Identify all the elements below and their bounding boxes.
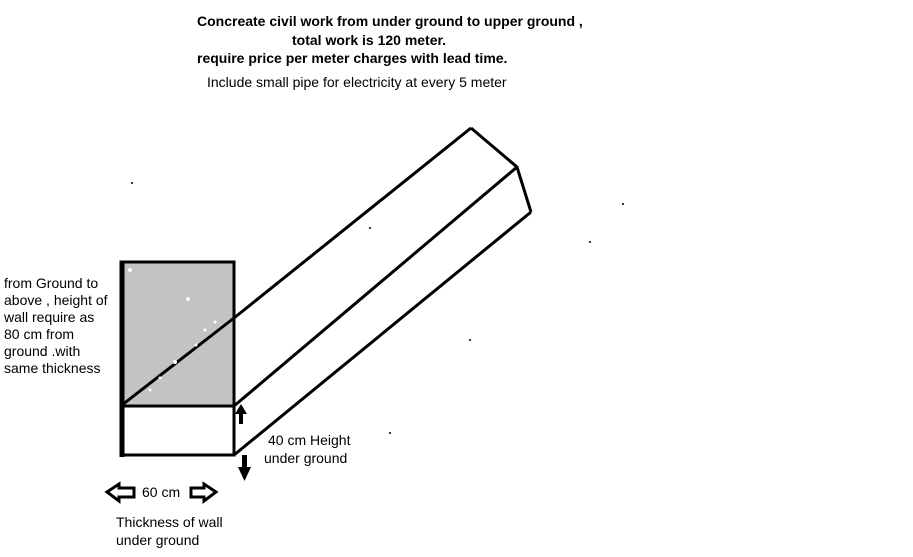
left-note-line: ground .with xyxy=(4,343,81,359)
perspective-bottom-line xyxy=(233,210,532,457)
wall-diagonal-inner xyxy=(121,316,235,407)
heading-line-4: Include small pipe for electricity at ev… xyxy=(207,74,507,90)
underground-wall-section xyxy=(119,404,236,457)
upper-wall-section xyxy=(119,260,236,408)
perspective-top-line xyxy=(233,126,472,320)
up-arrow-icon xyxy=(235,404,247,424)
left-note-line: 80 cm from xyxy=(4,326,75,342)
left-arrow-icon xyxy=(104,481,136,504)
thickness-label-line-2: under ground xyxy=(116,532,200,548)
wall-end-cap xyxy=(470,126,533,213)
down-arrow-icon xyxy=(238,455,251,481)
stray-dots xyxy=(131,182,624,434)
width-label: 60 cm xyxy=(142,484,181,500)
right-arrow-icon xyxy=(189,481,219,504)
heading-line-3: require price per meter charges with lea… xyxy=(197,50,508,66)
left-note-line: same thickness xyxy=(4,360,101,376)
height-label-line-2: under ground xyxy=(264,450,348,466)
heading-line-1: Concreate civil work from under ground t… xyxy=(197,13,583,29)
left-note-line: above , height of xyxy=(4,292,108,308)
heading-line-2: total work is 120 meter. xyxy=(292,32,447,48)
thickness-label-line-1: Thickness of wall xyxy=(116,514,223,530)
height-label-line-1: 40 cm Height xyxy=(268,432,351,448)
perspective-middle-line xyxy=(233,165,518,408)
left-note-line: wall require as xyxy=(4,309,95,325)
surface-speckles xyxy=(128,268,217,392)
left-note-line: from Ground to xyxy=(4,275,99,291)
